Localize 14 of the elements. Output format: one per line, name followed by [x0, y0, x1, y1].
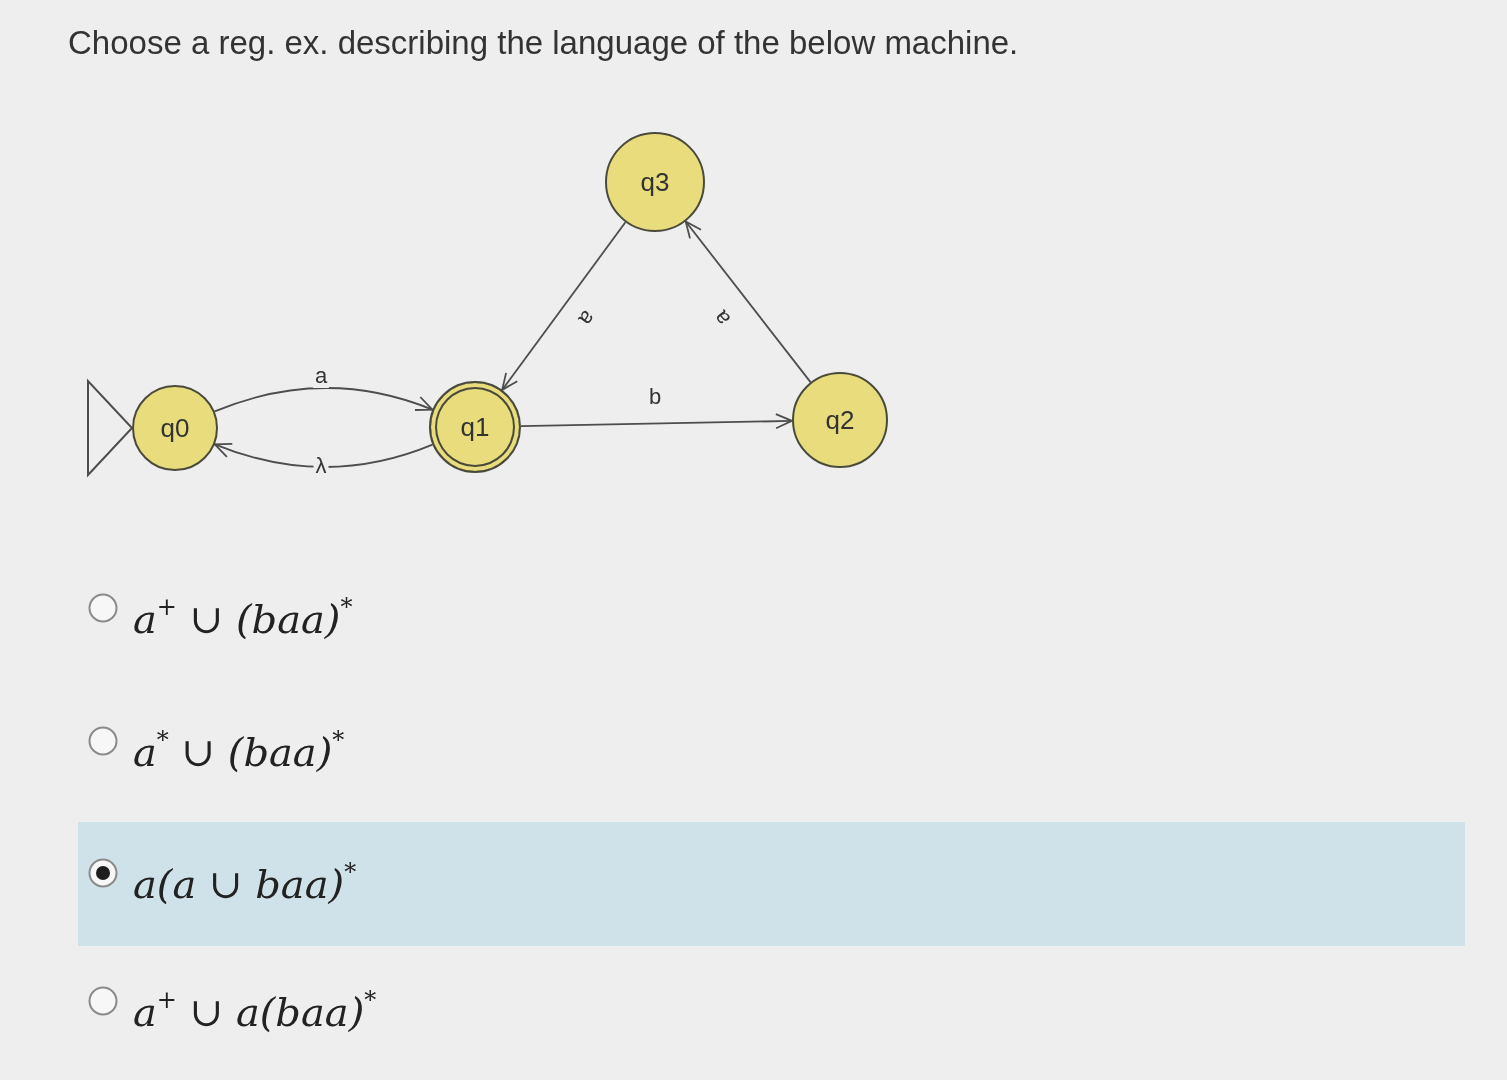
answer-option: a(a ∪ baa)$^{*}$	[133, 858, 357, 910]
transition-arrow	[684, 219, 812, 383]
transition-arrow	[213, 387, 435, 413]
state-circle: q2	[792, 372, 888, 468]
transition-arrow	[500, 221, 627, 392]
answer-option: a$^{*}$ ∪ (baa)$^{*}$	[133, 726, 345, 778]
transition-arrow	[212, 443, 434, 468]
question-text: Choose a reg. ex. describing the language of the below machine.	[68, 24, 1019, 62]
state-circle: q3	[605, 132, 705, 232]
answer-option: a$^{+}$ ∪ (baa)$^{*}$	[133, 593, 353, 645]
answer-option: a$^{+}$ ∪ a(baa)$^{*}$	[133, 986, 377, 1038]
state-circle: q1	[429, 381, 521, 473]
start-arrow	[87, 378, 134, 478]
state-circle: q0	[132, 385, 218, 471]
